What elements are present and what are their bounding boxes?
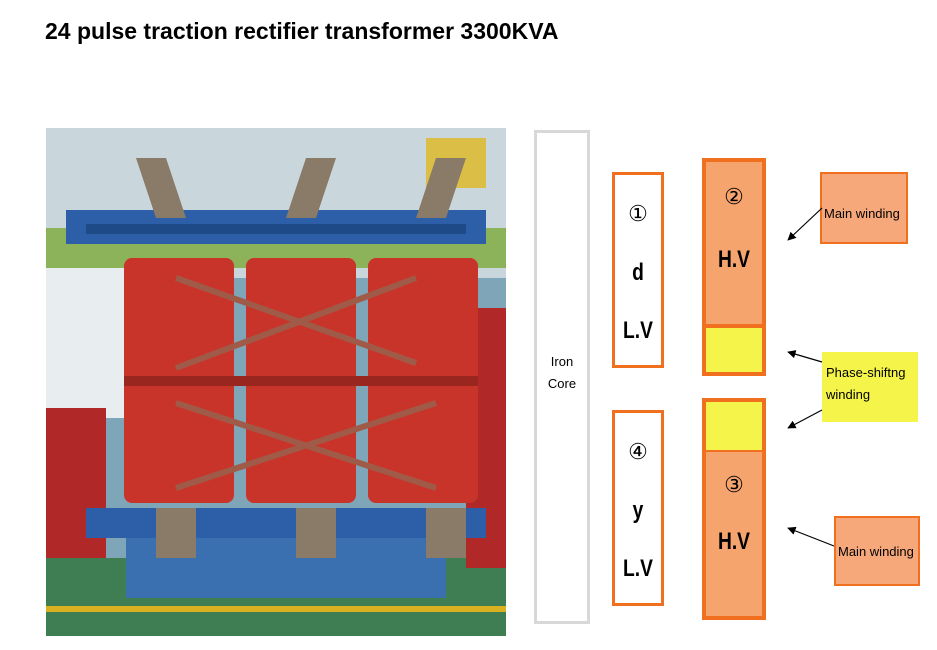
arrow-main-top [787, 207, 823, 241]
lv-lower-number: ④ [628, 439, 648, 464]
hv-upper-number: ② [724, 184, 744, 209]
main-winding-label-top: Main winding [820, 172, 908, 244]
hv-lower-number: ③ [724, 472, 744, 497]
transformer-photo [46, 128, 506, 636]
lv-winding-lower: ④ y L.V [612, 410, 664, 606]
hv-main-winding-lower: ③ H.V [702, 452, 766, 620]
hv-main-winding-upper: ② H.V [702, 158, 766, 326]
arrow-phase-lower [787, 409, 823, 429]
lv-upper-label: L.V [623, 317, 653, 344]
arrow-main-bottom [787, 526, 835, 547]
hv-upper-label: H.V [717, 246, 750, 273]
iron-core-bar: Iron Core [534, 130, 590, 624]
arrow-phase-upper [787, 350, 823, 363]
page-title: 24 pulse traction rectifier transformer … [45, 18, 559, 44]
lv-upper-number: ① [628, 201, 648, 226]
hv-lower-label: H.V [717, 528, 750, 555]
lv-winding-upper: ① d L.V [612, 172, 664, 368]
phase-shifting-winding-upper [702, 324, 766, 376]
main-winding-label-bottom: Main winding [834, 516, 920, 586]
phase-shifting-label: Phase-shiftng winding [822, 352, 918, 422]
lv-lower-connection: y [632, 497, 644, 524]
lv-lower-label: L.V [623, 555, 653, 582]
iron-core-label: Iron Core [547, 354, 577, 391]
lv-upper-connection: d [632, 259, 644, 286]
phase-shifting-winding-lower [702, 398, 766, 454]
